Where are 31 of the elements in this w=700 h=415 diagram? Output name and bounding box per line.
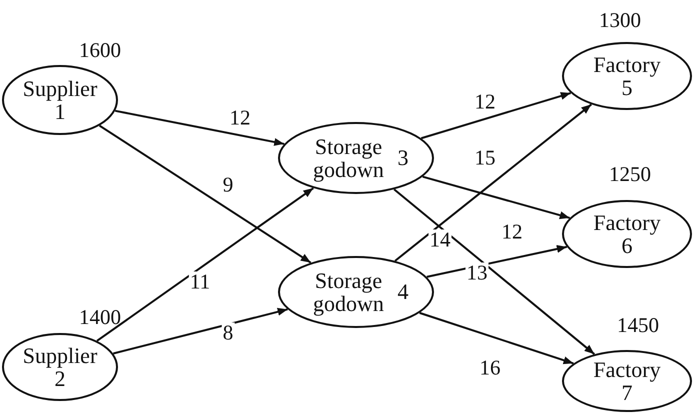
arrow [113, 308, 288, 354]
node-number: 4 [398, 280, 408, 304]
quantity-label: 1600 [79, 38, 121, 63]
arrow [420, 92, 572, 140]
quantity-label: 1400 [79, 305, 121, 330]
node-label: Supplier 2 [22, 344, 98, 390]
node-ellipse [278, 256, 434, 328]
quantity-label: 1450 [617, 313, 659, 338]
node-label: Storage godown [312, 268, 385, 316]
node-ellipse [562, 350, 692, 412]
quantity-label: 1250 [609, 162, 651, 187]
arrow [114, 110, 284, 146]
node-ellipse [562, 42, 692, 110]
arrow [422, 176, 570, 220]
node-label: Factory 6 [592, 210, 662, 258]
arrow [96, 187, 314, 342]
node-ellipse [2, 333, 118, 401]
node-number: 3 [398, 146, 408, 170]
arrow [426, 245, 568, 278]
arrow [394, 188, 596, 355]
arrow [394, 104, 592, 262]
node-label: Factory 7 [592, 358, 662, 404]
node-label: Supplier 1 [22, 76, 98, 124]
node-ellipse [562, 200, 692, 268]
arrow [98, 124, 312, 264]
arrow [419, 312, 574, 364]
node-label: Factory 5 [592, 52, 662, 100]
quantity-label: 1300 [599, 8, 641, 33]
node-ellipse [278, 122, 434, 194]
node-label: Storage godown [312, 134, 385, 182]
node-ellipse [2, 65, 118, 135]
